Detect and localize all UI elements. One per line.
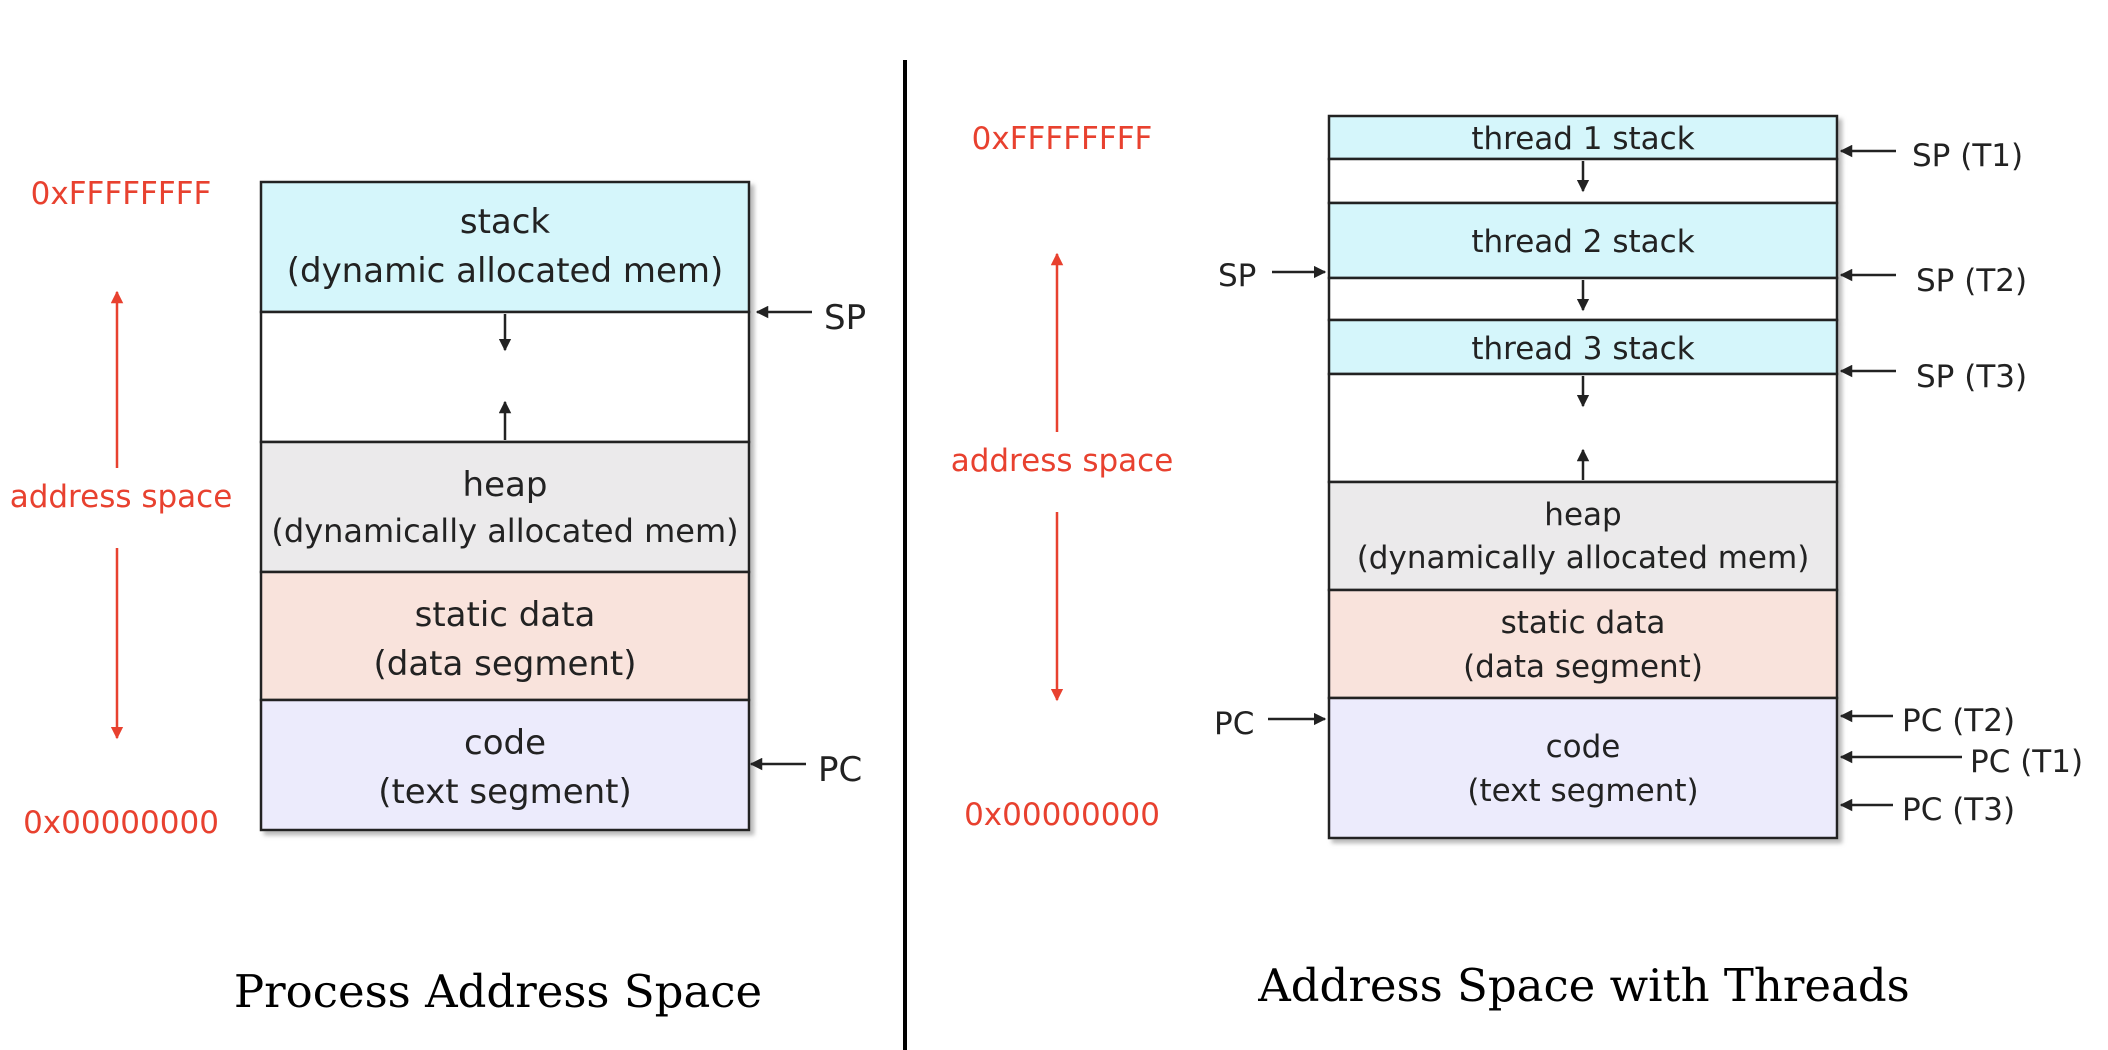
pc-t2-label: PC (T2)	[1902, 703, 2015, 739]
heap-label-threads: heap	[1544, 497, 1621, 533]
address-space-with-threads-title: Address Space with Threads	[1257, 959, 1910, 1012]
addr-high-label: 0xFFFFFFFF	[31, 176, 212, 212]
static-data-sublabel: (data segment)	[373, 644, 636, 684]
stack-sublabel: (dynamic allocated mem)	[287, 251, 724, 291]
thread2-stack-segment	[1327, 201, 1839, 280]
stack-label: stack	[460, 202, 551, 242]
sp-t2-label: SP (T2)	[1916, 263, 2027, 299]
pc-label-threads: PC	[1214, 706, 1254, 742]
sp-label: SP	[824, 298, 866, 338]
pc-t3-label: PC (T3)	[1902, 792, 2015, 828]
stack-segment	[259, 180, 751, 314]
pc-t1-label: PC (T1)	[1970, 744, 2083, 780]
process-address-space-panel: stack (dynamic allocated mem) heap (dyna…	[10, 176, 866, 1018]
thread2-stack-label: thread 2 stack	[1471, 224, 1694, 260]
sp-t1-label: SP (T1)	[1912, 138, 2023, 174]
addr-low-label: 0x00000000	[23, 805, 219, 841]
static-data-label: static data	[415, 595, 596, 635]
addr-high-label-threads: 0xFFFFFFFF	[972, 121, 1153, 157]
process-address-space-title: Process Address Space	[234, 965, 762, 1018]
static-data-segment-threads	[1327, 588, 1839, 700]
heap-sublabel-threads: (dynamically allocated mem)	[1357, 540, 1810, 576]
static-data-segment	[259, 570, 751, 702]
threads-address-space-panel: thread 1 stack thread 2 stack thread 3 s…	[951, 114, 2083, 1012]
code-label: code	[464, 723, 546, 763]
address-space-label: address space	[10, 479, 233, 515]
code-label-threads: code	[1546, 729, 1621, 765]
addr-low-label-threads: 0x00000000	[964, 797, 1160, 833]
code-sublabel: (text segment)	[378, 772, 632, 812]
heap-segment-threads	[1327, 480, 1839, 592]
heap-sublabel: (dynamically allocated mem)	[271, 512, 738, 550]
heap-label: heap	[463, 465, 548, 505]
pc-label: PC	[818, 750, 862, 790]
thread1-stack-segment	[1327, 114, 1839, 161]
sp-t3-label: SP (T3)	[1916, 359, 2027, 395]
static-data-label-threads: static data	[1501, 605, 1666, 641]
sp-label-threads: SP	[1218, 258, 1256, 294]
thread1-stack-label: thread 1 stack	[1471, 121, 1694, 157]
code-segment	[259, 698, 751, 832]
static-data-sublabel-threads: (data segment)	[1463, 649, 1703, 685]
address-space-label-threads: address space	[951, 443, 1174, 479]
thread3-stack-label: thread 3 stack	[1471, 331, 1694, 367]
code-sublabel-threads: (text segment)	[1467, 773, 1698, 809]
heap-segment	[259, 440, 751, 574]
code-segment-threads	[1327, 696, 1839, 840]
